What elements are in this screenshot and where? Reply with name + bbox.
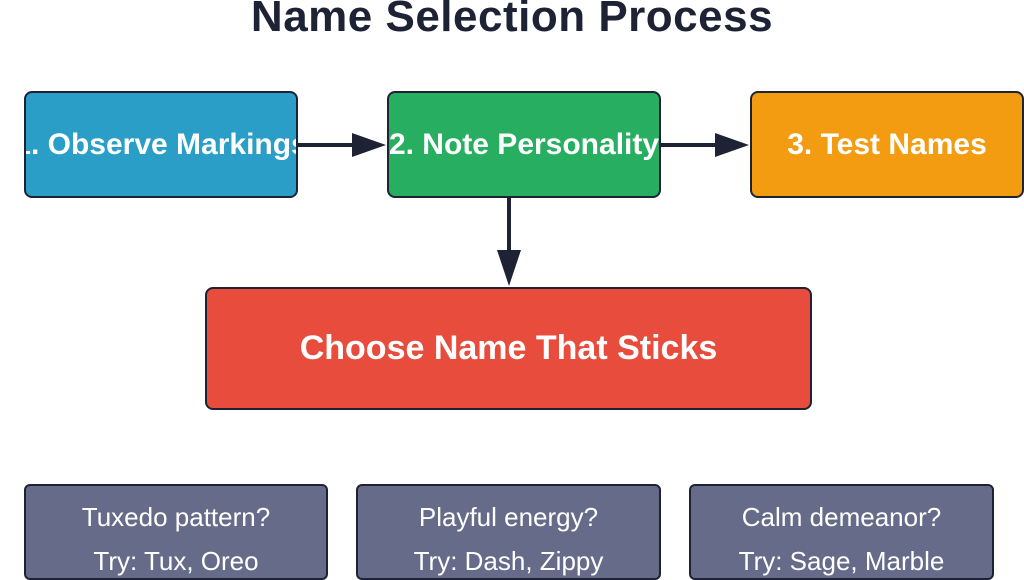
tip-question: Tuxedo pattern?: [81, 502, 271, 532]
step-note-personality: 2. Note Personality: [387, 91, 661, 198]
step-test-names: 3. Test Names: [750, 91, 1024, 198]
arrow-step2-to-step3: [661, 133, 749, 157]
arrow-step1-to-step2: [298, 133, 386, 157]
outcome-choose-name: Choose Name That Sticks: [205, 287, 812, 410]
tip-card-playful: Playful energy? Try: Dash, Zippy: [356, 484, 661, 580]
step-label: 2. Note Personality: [388, 127, 660, 161]
tip-card-tuxedo: Tuxedo pattern? Try: Tux, Oreo: [24, 484, 328, 580]
step-label: 3. Test Names: [787, 127, 987, 161]
tip-suggestion: Try: Tux, Oreo: [93, 546, 259, 576]
outcome-label: Choose Name That Sticks: [299, 329, 718, 367]
tip-question: Playful energy?: [418, 502, 599, 532]
arrow-step2-to-outcome: [497, 198, 521, 286]
tip-suggestion: Try: Dash, Zippy: [413, 546, 604, 576]
step-observe-markings: 1. Observe Markings: [24, 91, 298, 198]
tip-card-calm: Calm demeanor? Try: Sage, Marble: [689, 484, 994, 580]
tip-suggestion: Try: Sage, Marble: [738, 546, 945, 576]
step-label: 1. Observe Markings: [24, 127, 298, 161]
diagram-title: Name Selection Process: [250, 0, 774, 41]
tip-question: Calm demeanor?: [741, 502, 942, 532]
